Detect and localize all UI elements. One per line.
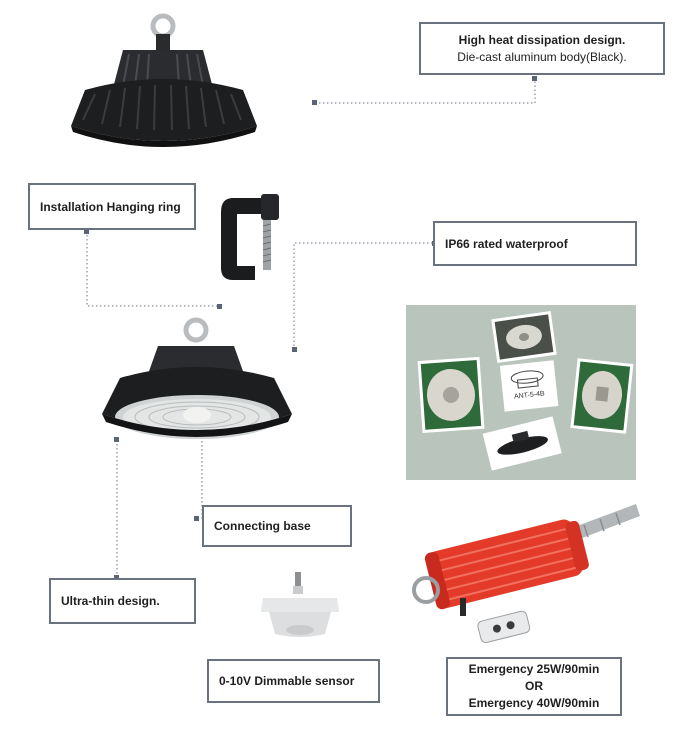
hanging-ring-icon bbox=[183, 317, 209, 343]
callout-waterproof: IP66 rated waterproof bbox=[433, 221, 637, 266]
emergency-driver-image bbox=[412, 504, 640, 644]
leader-dot bbox=[114, 437, 119, 442]
callout-connecting-base: Connecting base bbox=[202, 505, 352, 547]
leader-waterproof bbox=[293, 242, 434, 350]
callout-emergency-line1: Emergency 25W/90min bbox=[468, 662, 600, 676]
leader-dot bbox=[532, 76, 537, 81]
leader-dot bbox=[217, 304, 222, 309]
leader-dot bbox=[84, 229, 89, 234]
callout-heat-title: High heat dissipation design. bbox=[458, 32, 626, 47]
callout-emergency: Emergency 25W/90min OR Emergency 40W/90m… bbox=[446, 657, 622, 716]
callout-emergency-line2: OR bbox=[525, 679, 543, 693]
callout-heat-dissipation: High heat dissipation design. Die-cast a… bbox=[419, 22, 665, 75]
hanging-clamp-image bbox=[221, 194, 279, 280]
lamp-main-image bbox=[102, 317, 292, 439]
leader-hanging-ring bbox=[86, 231, 220, 307]
hanging-ring-icon bbox=[150, 13, 176, 39]
lamp-top-image bbox=[71, 13, 257, 147]
leader-dot bbox=[114, 575, 119, 580]
callout-ultra-thin: Ultra-thin design. bbox=[49, 578, 196, 624]
callout-heat-subtitle: Die-cast aluminum body(Black). bbox=[457, 49, 627, 64]
callout-dimmable-sensor: 0-10V Dimmable sensor bbox=[207, 659, 380, 703]
sensor-installation-image bbox=[406, 305, 636, 480]
dimmable-sensor-image bbox=[261, 572, 339, 637]
leader-dot bbox=[312, 100, 317, 105]
leader-dot bbox=[292, 347, 297, 352]
leader-dot bbox=[194, 516, 199, 521]
callout-emergency-line3: Emergency 40W/90min bbox=[468, 696, 600, 710]
leader-heat bbox=[315, 78, 536, 104]
callout-hanging-ring: Installation Hanging ring bbox=[28, 183, 196, 230]
